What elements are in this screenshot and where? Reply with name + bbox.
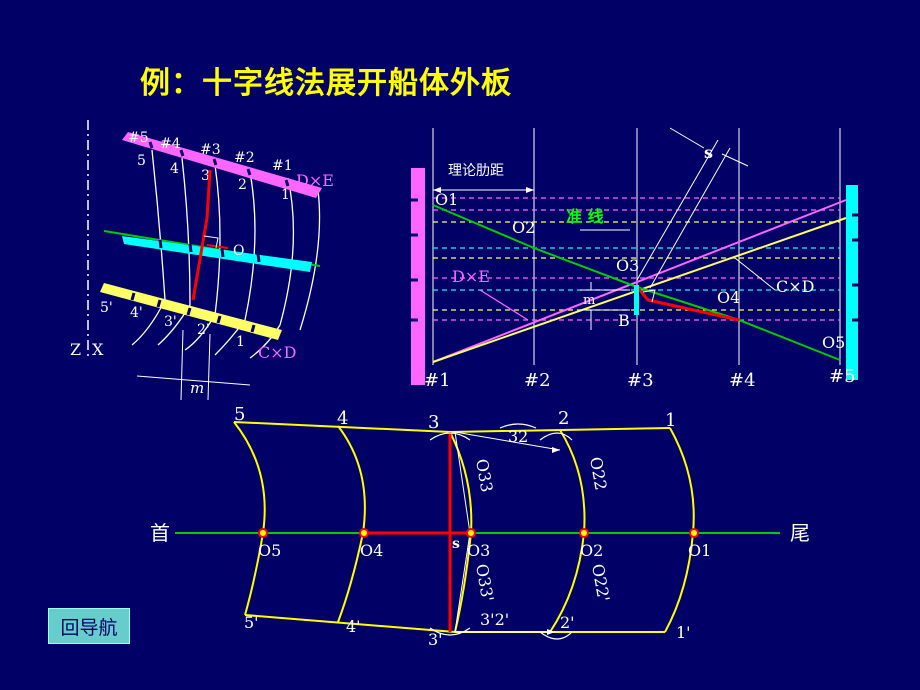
plate-outline (233, 421, 695, 633)
s-label-right: s (704, 143, 713, 162)
strake-cyan (122, 236, 312, 272)
strake-d-e-ticks (148, 141, 290, 187)
stern-label: 尾 (790, 521, 810, 545)
red-construction-line (191, 169, 212, 301)
right-angle-mark-left (203, 235, 219, 249)
lower-strake-label-right: C×D (776, 277, 814, 296)
frame-1-curve (664, 427, 695, 633)
frame-label-top-3: #3 (200, 142, 221, 158)
top-point-2: 2 (558, 408, 569, 429)
frame-label-top-1: #1 (272, 158, 293, 174)
m-label-right: m (583, 293, 595, 308)
center-o3: O3 (467, 541, 490, 560)
datum-line-label: 准 线 (566, 207, 604, 226)
bottom-point-3: 3' (428, 630, 443, 649)
frame-label-top-4: #4 (160, 136, 181, 152)
frame-5-label: #5 (829, 366, 856, 387)
frame-num-upper-5: 5 (137, 153, 146, 169)
frame-num-lower-3: 3' (164, 314, 177, 330)
left-m-label: m (190, 379, 204, 397)
arc-o33p-label: O33' (472, 562, 497, 603)
top-point-4: 4 (337, 408, 348, 429)
frame-num-upper-3: 3 (201, 168, 210, 184)
frame-num-upper-1: 1 (281, 187, 290, 203)
o5-label: O5 (822, 333, 845, 352)
arc-32p-label: 3'2' (480, 610, 509, 629)
o3-label: O3 (616, 256, 639, 275)
strake-d-e-label: D×E (296, 171, 334, 190)
magenta-diagonal (432, 199, 847, 363)
page-title: 例：十字线法展开船体外板 (140, 66, 512, 101)
right-edge-bar (846, 185, 858, 380)
frame-1-label: #1 (424, 370, 451, 391)
frame-4-label: #4 (729, 370, 756, 391)
center-o2: O2 (580, 541, 603, 560)
frame-label-top-5: #5 (128, 130, 149, 146)
frame-num-lower-5: 5' (100, 300, 113, 316)
right-expansion-view: 理论肋距 s m B 准 线 D×E C×D O1 O2 O3 (411, 127, 858, 391)
frame-curve-1 (249, 177, 295, 359)
bottom-point-1: 1' (676, 623, 691, 642)
axis-label-x: X (92, 340, 104, 359)
frame-numbers-upper: 5 4 3 2 1 (137, 153, 290, 203)
frame-lines (432, 128, 841, 365)
frame-num-upper-2: 2 (238, 177, 247, 193)
red-perpendicular (206, 244, 229, 249)
frame-num-lower-4: 4' (130, 305, 143, 321)
frame-2-label: #2 (524, 370, 551, 391)
top-point-5: 5 (234, 404, 245, 425)
top-point-3: 3 (428, 412, 439, 433)
point-o-label: O (233, 243, 244, 259)
center-o4: O4 (360, 541, 383, 560)
frame-curve-2 (214, 171, 256, 356)
red-strake-line (635, 286, 740, 322)
o1-label: O1 (435, 190, 458, 209)
bottom-point-2: 2' (560, 613, 575, 632)
arc-o33-label: O33 (472, 457, 497, 493)
spacing-label: 理论肋距 (448, 163, 504, 179)
frame-curve-3 (184, 164, 221, 351)
frame-curve-4 (157, 157, 191, 346)
arc-o22p-label: O22' (588, 562, 613, 603)
left-section-view: Z X #5 #4 #3 #2 #1 5 4 3 2 (70, 120, 334, 401)
s-label-bottom: s (452, 536, 460, 552)
o2-label: O2 (512, 218, 535, 237)
bow-label: 首 (150, 521, 170, 545)
back-to-nav-button[interactable]: 回导航 (48, 608, 130, 644)
m-dimension-line (136, 375, 251, 386)
bottom-point-5: 5' (244, 613, 259, 632)
axis-label-z: Z (70, 340, 81, 359)
frame-num-lower-2: 2' (197, 322, 210, 338)
frame-5-curve (233, 421, 266, 616)
frame-curves (131, 149, 321, 359)
center-o5: O5 (258, 541, 281, 560)
frame-2-curve (549, 429, 586, 633)
arc-32-label: 32 (508, 427, 528, 446)
bottom-point-4: 4' (346, 617, 361, 636)
expanded-plate-view: 首 尾 s (150, 404, 810, 649)
strake-c-d (100, 283, 282, 340)
o4-label: O4 (717, 288, 740, 307)
frame-3-label: #3 (627, 370, 654, 391)
frame-num-lower-1: 1 (236, 334, 245, 350)
frame-label-top-2: #2 (234, 150, 255, 166)
arc-o22-label: O22 (586, 455, 611, 491)
upper-strake-label-right: D×E (452, 267, 490, 286)
b-label: B (618, 311, 630, 330)
strake-c-d-label: C×D (258, 343, 296, 362)
frame-labels-top: #5 #4 #3 #2 #1 (128, 130, 293, 174)
center-o1: O1 (688, 541, 711, 560)
dashed-guides (433, 197, 840, 321)
left-edge-bar (411, 168, 425, 385)
strake-d-e (122, 132, 322, 198)
frame-curve-extra (299, 189, 321, 331)
center-points (258, 528, 699, 538)
frame-curve-5 (131, 149, 166, 346)
frame-num-upper-4: 4 (170, 161, 179, 177)
top-point-1: 1 (665, 410, 676, 431)
frame-4-curve (337, 425, 366, 623)
